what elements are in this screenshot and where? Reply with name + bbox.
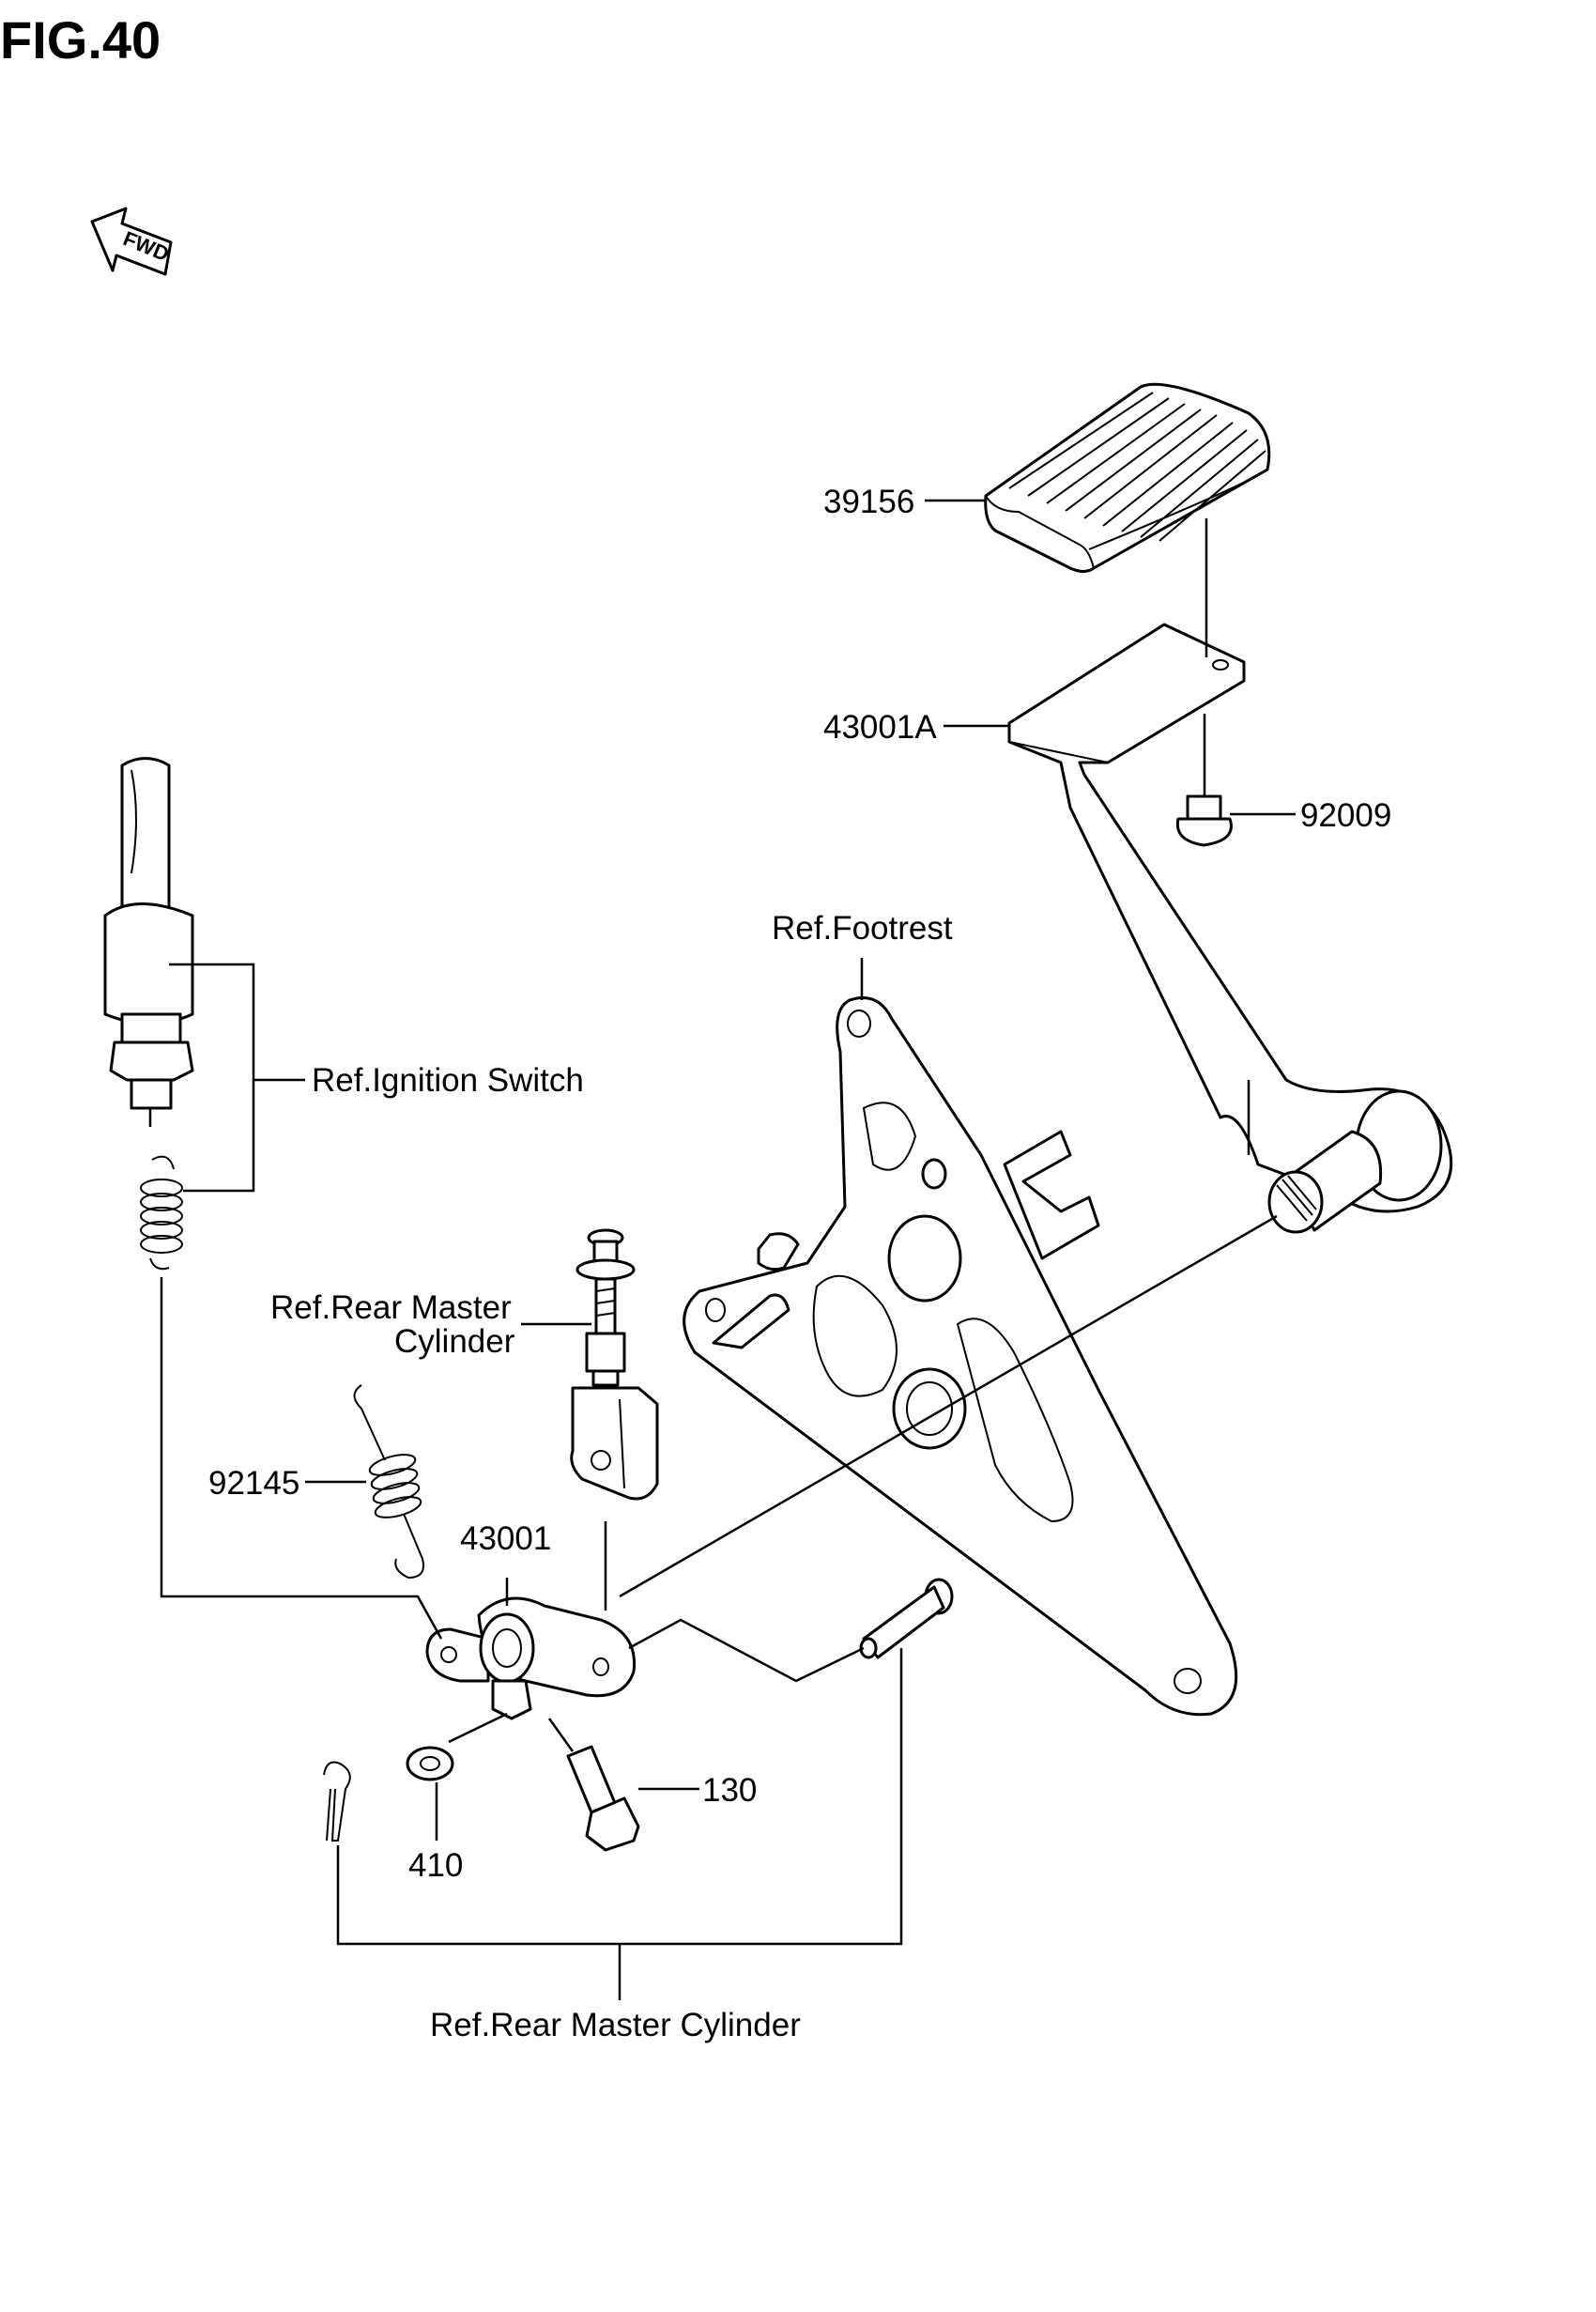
- callout-410: 410: [408, 1847, 463, 1884]
- fwd-arrow-icon: FWD: [90, 207, 173, 276]
- return-spring: [353, 1384, 424, 1580]
- leader-lines: [160, 499, 1296, 2000]
- callout-43001: 43001: [460, 1520, 551, 1557]
- clevis-pin: [859, 1578, 954, 1659]
- footrest-bracket: [683, 996, 1238, 1717]
- bolt-130: [566, 1745, 640, 1852]
- brake-lever: [425, 1596, 637, 1720]
- callout-130: 130: [702, 1772, 757, 1809]
- figure-title: FIG.40: [0, 10, 161, 69]
- bolt-92009: [1175, 794, 1233, 847]
- master-cylinder-rod: [570, 1228, 659, 1501]
- callout-ref-rear-master-line1: Ref.Rear Master: [270, 1289, 512, 1326]
- washer-410: [406, 1746, 454, 1781]
- callout-92145: 92145: [208, 1465, 299, 1502]
- ignition-spring: [140, 1155, 183, 1271]
- ignition-switch: [103, 757, 194, 1127]
- callout-92009: 92009: [1300, 797, 1391, 834]
- callout-39156: 39156: [823, 484, 914, 520]
- callout-ref-rear-master-line2: Cylinder: [394, 1323, 515, 1360]
- cotter-pin: [323, 1761, 351, 1842]
- brake-pedal-arm: [1007, 623, 1453, 1234]
- pedal-pad-rubber: [984, 382, 1271, 573]
- callout-43001A: 43001A: [823, 709, 937, 746]
- callout-ref-rear-master-cylinder: Ref.Rear Master Cylinder: [430, 2007, 801, 2043]
- callout-ref-footrest: Ref.Footrest: [772, 910, 953, 947]
- callout-ref-ignition-switch: Ref.Ignition Switch: [312, 1062, 584, 1099]
